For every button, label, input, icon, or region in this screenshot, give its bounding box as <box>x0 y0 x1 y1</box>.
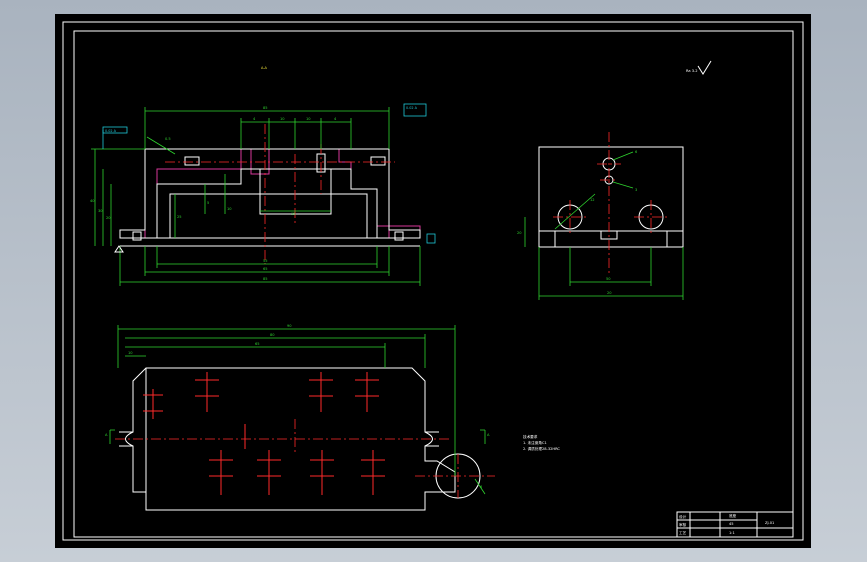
surface-finish-text: Ra 3.2 <box>686 69 697 73</box>
dim-angle: 0.5 <box>165 137 171 141</box>
dim-top-inner-2: 65 <box>255 342 260 346</box>
dim-small-a: 5 <box>207 201 209 205</box>
title-row-3: 工艺 <box>679 530 687 535</box>
dim-bottom-1: 55 <box>263 259 268 263</box>
dim-top-overall: 90 <box>287 324 292 328</box>
dim-side-height: 20 <box>517 231 522 235</box>
side-view[interactable]: 6 3 12 20 50 20 <box>517 132 684 300</box>
dim-seg-d: 4 <box>334 117 337 121</box>
side-outline <box>538 146 684 248</box>
front-cavity <box>156 168 378 238</box>
drawing-canvas[interactable]: A-A Ra 3.2 <box>55 14 811 548</box>
dim-top-inner-1: 80 <box>270 333 275 337</box>
title-row-1: 设计 <box>679 514 687 519</box>
outer-border <box>62 21 804 541</box>
title-part-name: 底座 <box>729 513 737 518</box>
dim-bottom-2: 65 <box>263 267 268 271</box>
tolerance-frame-top: 0.02 A <box>403 103 427 117</box>
dim-overall-width: 20 <box>607 291 612 295</box>
inner-border <box>73 30 794 538</box>
dim-hole-lower: 3 <box>635 188 637 192</box>
notes-line-2: 2. 调质处理28-32HRC <box>523 446 560 451</box>
surface-finish-symbol: Ra 3.2 <box>686 60 712 75</box>
front-pocket <box>259 169 332 215</box>
dim-inner-width: 50 <box>606 277 611 281</box>
dim-hole-upper: 6 <box>635 150 638 154</box>
section-mark-right: A <box>487 433 490 437</box>
top-slot-left <box>119 431 133 447</box>
dim-seg-c: 10 <box>306 117 311 121</box>
technical-notes: 技术要求 1. 未注倒角C1 2. 调质处理28-32HRC <box>523 434 560 451</box>
dim-inner-bottom: 15 <box>291 212 296 216</box>
front-plug-right <box>370 156 386 166</box>
title-material: 45 <box>729 522 734 526</box>
dim-height-total: 40 <box>90 199 95 203</box>
tolerance-1: 0.02 A <box>406 106 418 110</box>
section-mark-left: A <box>105 433 108 437</box>
dim-seg-b: 10 <box>280 117 285 121</box>
dim-top-offset: 10 <box>128 351 133 355</box>
title-drawing-no: ZJ-01 <box>765 521 774 525</box>
drawing-sheet[interactable]: A-A Ra 3.2 <box>55 14 811 548</box>
front-small-tab-left <box>132 231 142 241</box>
dim-seg-a: 4 <box>253 117 256 121</box>
top-view[interactable]: 90 80 65 10 6 A A <box>105 324 495 511</box>
dim-top-radius: 6 <box>480 485 483 489</box>
tolerance-frame-left: 0.02 A <box>102 126 128 149</box>
dim-height-b: 20 <box>106 216 111 220</box>
front-dimensions: 85 4 10 10 4 40 30 2 <box>90 106 421 286</box>
notes-line-1: 1. 未注倒角C1 <box>523 440 547 445</box>
front-small-tab-right <box>394 231 404 241</box>
front-section-view[interactable]: 85 4 10 10 4 40 30 2 <box>90 103 436 286</box>
front-plug-left <box>184 156 200 166</box>
title-row-2: 审核 <box>679 522 687 527</box>
datum-marker <box>114 233 436 253</box>
dim-small-b: 10 <box>227 207 232 211</box>
dim-depth: 25 <box>177 215 182 219</box>
notes-heading: 技术要求 <box>523 434 538 439</box>
top-dimensions: 90 80 65 10 6 A A <box>105 324 490 495</box>
side-dimensions: 6 3 12 20 50 20 <box>517 150 684 300</box>
title-scale: 1:1 <box>729 531 735 535</box>
top-slot-right <box>425 431 439 447</box>
hole-markers <box>143 372 385 495</box>
tolerance-2: 0.02 A <box>105 129 117 133</box>
title-block[interactable]: 设计 审核 工艺 底座 45 1:1 ZJ-01 <box>676 511 794 538</box>
front-inner-step <box>169 193 368 238</box>
section-label: A-A <box>261 66 268 70</box>
dim-top-total: 85 <box>263 106 268 110</box>
dim-bottom-3: 85 <box>263 277 268 281</box>
dim-height-a: 30 <box>98 209 103 213</box>
dim-bore: 12 <box>590 198 595 202</box>
